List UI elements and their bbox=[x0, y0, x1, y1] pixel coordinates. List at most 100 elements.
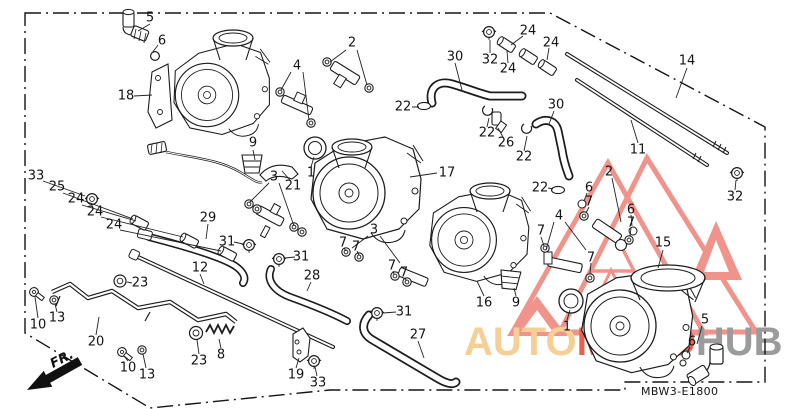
callout-6: 6 bbox=[626, 202, 636, 218]
callout-32: 32 bbox=[726, 189, 744, 205]
callout-7: 7 bbox=[626, 215, 636, 231]
callout-30: 30 bbox=[547, 97, 565, 113]
callout-31: 31 bbox=[292, 249, 310, 265]
callout-24: 24 bbox=[519, 23, 537, 39]
watermark-triangle-cutout bbox=[704, 240, 729, 272]
diagram-border bbox=[24, 12, 766, 409]
callout-6: 6 bbox=[157, 33, 167, 49]
grommet-23 bbox=[188, 325, 204, 341]
clip-22 bbox=[481, 105, 494, 116]
callout-16: 16 bbox=[475, 295, 493, 311]
hose-30-right bbox=[531, 116, 574, 181]
joint-pipe-4-right bbox=[540, 243, 595, 283]
callout-31: 31 bbox=[395, 304, 413, 320]
callout-6: 6 bbox=[584, 180, 594, 196]
callout-33: 33 bbox=[309, 375, 327, 391]
callout-29: 29 bbox=[199, 210, 217, 226]
callout-1: 1 bbox=[562, 319, 572, 335]
callout-27: 27 bbox=[409, 327, 427, 343]
callout-2: 2 bbox=[604, 164, 614, 180]
rod-11 bbox=[575, 78, 709, 167]
callout-30: 30 bbox=[446, 49, 464, 65]
callout-4: 4 bbox=[292, 58, 302, 74]
insulator-ring-2-inner bbox=[563, 293, 579, 309]
joint-pipe-2-top bbox=[322, 57, 374, 93]
callout-24: 24 bbox=[499, 61, 517, 77]
stay-plate-20 bbox=[51, 281, 238, 324]
callout-21: 21 bbox=[284, 178, 302, 194]
hose-27 bbox=[359, 310, 461, 389]
callout-6: 6 bbox=[687, 334, 697, 350]
hose-28 bbox=[265, 265, 351, 325]
leader-lines bbox=[34, 23, 737, 377]
callout-13: 13 bbox=[48, 310, 66, 326]
callout-3: 3 bbox=[269, 169, 279, 185]
callout-7: 7 bbox=[586, 250, 596, 266]
callout-7: 7 bbox=[399, 265, 409, 281]
callout-28: 28 bbox=[303, 268, 321, 284]
callout-22: 22 bbox=[478, 125, 496, 141]
callout-7: 7 bbox=[338, 235, 348, 251]
rod-14 bbox=[565, 52, 729, 155]
callout-18: 18 bbox=[117, 88, 135, 104]
insulator-ring-2 bbox=[558, 288, 584, 314]
callout-31: 31 bbox=[218, 234, 236, 250]
callout-24: 24 bbox=[542, 35, 560, 51]
callout-3: 3 bbox=[369, 222, 379, 238]
callout-8: 8 bbox=[216, 347, 226, 363]
clip-22 bbox=[520, 123, 533, 134]
cable bbox=[146, 141, 263, 184]
grommet-22 bbox=[416, 101, 432, 111]
callout-26: 26 bbox=[497, 135, 515, 151]
callout-7: 7 bbox=[536, 223, 546, 239]
callout-2: 2 bbox=[347, 35, 357, 51]
lever-21 bbox=[259, 164, 299, 182]
callout-24: 24 bbox=[67, 191, 85, 207]
watermark-text-segment: AUTO bbox=[464, 320, 577, 364]
carburetor-1 bbox=[147, 29, 276, 142]
carburetor-3 bbox=[429, 182, 532, 286]
callout-5: 5 bbox=[145, 10, 155, 26]
callout-11: 11 bbox=[629, 142, 647, 158]
callout-10: 10 bbox=[119, 360, 137, 376]
fr-arrow bbox=[27, 357, 83, 390]
bracket-19 bbox=[292, 327, 311, 363]
callout-23: 23 bbox=[131, 275, 149, 291]
callout-4: 4 bbox=[554, 208, 564, 224]
callout-33: 33 bbox=[27, 168, 45, 184]
elbow-joint-top bbox=[122, 8, 161, 61]
carburetor-2 bbox=[310, 136, 424, 244]
callout-5: 5 bbox=[700, 312, 710, 328]
callout-25: 25 bbox=[48, 179, 66, 195]
joint-pipe-4-top bbox=[275, 87, 316, 128]
hose-30-top bbox=[426, 78, 527, 108]
callout-7: 7 bbox=[584, 194, 594, 210]
grommet-22 bbox=[550, 185, 566, 195]
callout-9: 9 bbox=[511, 295, 521, 311]
insulator-ring-1 bbox=[303, 136, 327, 160]
elbow-joint-bottom bbox=[679, 343, 724, 387]
diagram-code: MBW3-E1800 bbox=[641, 385, 719, 398]
callout-22: 22 bbox=[515, 149, 533, 165]
callout-24: 24 bbox=[105, 217, 123, 233]
joint-pipe-2-right bbox=[577, 199, 638, 252]
callout-23: 23 bbox=[190, 353, 208, 369]
callout-22: 22 bbox=[531, 180, 549, 196]
hose-29 bbox=[136, 228, 249, 287]
callout-7: 7 bbox=[387, 258, 397, 274]
carburetor-4 bbox=[578, 264, 706, 381]
joint-pipe-3-mid bbox=[341, 247, 429, 287]
callout-20: 20 bbox=[87, 334, 105, 350]
callout-17: 17 bbox=[438, 165, 456, 181]
callout-24: 24 bbox=[86, 204, 104, 220]
callout-14: 14 bbox=[678, 53, 696, 69]
callout-22: 22 bbox=[394, 99, 412, 115]
insulator-ring-1-inner bbox=[308, 141, 322, 155]
callout-10: 10 bbox=[29, 317, 47, 333]
callout-32: 32 bbox=[481, 52, 499, 68]
callout-15: 15 bbox=[654, 235, 672, 251]
